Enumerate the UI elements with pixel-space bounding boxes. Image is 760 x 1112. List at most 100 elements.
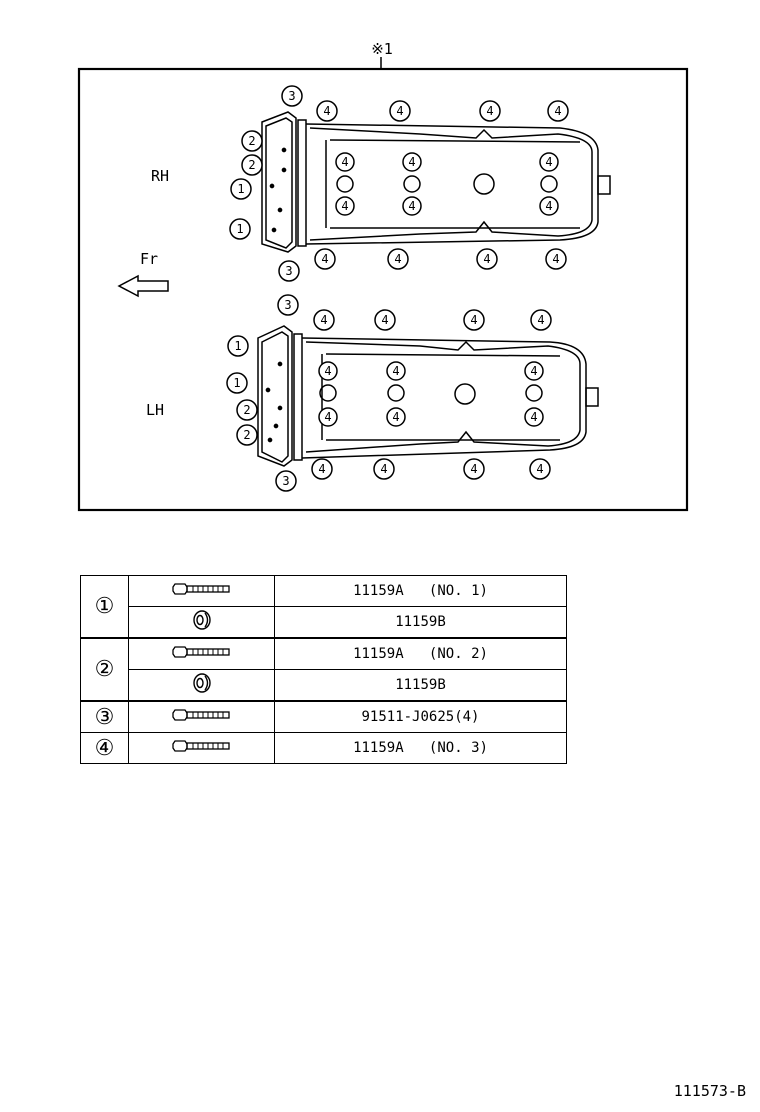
frame-ref-mark: ※1	[371, 40, 393, 58]
svg-text:4: 4	[396, 104, 403, 118]
svg-text:4: 4	[380, 462, 387, 476]
bolt-icon	[128, 637, 275, 670]
callout-4: 4	[386, 407, 406, 427]
callout-4: 4	[386, 361, 406, 381]
callout-4: 4	[539, 152, 559, 172]
front-label: Fr	[140, 250, 158, 268]
rh-label: RH	[151, 167, 169, 185]
svg-text:4: 4	[552, 252, 559, 266]
lh-callouts: 3 3 1 1 2 2 4 4 4 4 4 4 4 4 4 4 4 4 4 4	[226, 294, 552, 492]
callout-3: 3	[281, 85, 303, 107]
svg-text:4: 4	[321, 252, 328, 266]
callout-2: 2	[236, 424, 258, 446]
callout-3: 3	[277, 294, 299, 316]
callout-4: 4	[389, 100, 411, 122]
svg-text:4: 4	[554, 104, 561, 118]
callout-4: 4	[463, 458, 485, 480]
rh-cover	[261, 111, 611, 253]
callout-2: 2	[241, 154, 263, 176]
callout-4: 4	[402, 152, 422, 172]
callout-1: 1	[230, 178, 252, 200]
legend-key: ④	[80, 732, 129, 764]
callout-4: 4	[476, 248, 498, 270]
svg-text:3: 3	[282, 474, 289, 488]
svg-text:4: 4	[530, 364, 537, 378]
svg-text:4: 4	[320, 313, 327, 327]
svg-text:4: 4	[394, 252, 401, 266]
callout-4: 4	[539, 196, 559, 216]
svg-text:1: 1	[237, 182, 244, 196]
svg-text:4: 4	[392, 364, 399, 378]
svg-text:4: 4	[408, 155, 415, 169]
svg-text:4: 4	[536, 462, 543, 476]
bolt-icon	[128, 575, 275, 607]
svg-text:1: 1	[234, 339, 241, 353]
legend-key: ②	[80, 637, 129, 702]
bolt-icon	[128, 700, 275, 733]
washer-icon	[128, 669, 275, 702]
svg-text:4: 4	[392, 410, 399, 424]
diagram-frame	[77, 67, 689, 512]
table-row: 11159B	[81, 606, 567, 639]
table-row: ① 11159A (NO. 1)	[80, 575, 567, 639]
callout-4: 4	[529, 458, 551, 480]
callout-3: 3	[278, 260, 300, 282]
callout-3: 3	[275, 470, 297, 492]
svg-text:4: 4	[341, 155, 348, 169]
cylinder-head-cover-diagram: ※1 RH LH Fr	[77, 40, 689, 512]
legend-key: ③	[80, 700, 129, 733]
table-row: ④ 11159A (NO. 3)	[80, 732, 567, 764]
callout-4: 4	[545, 248, 567, 270]
svg-text:4: 4	[381, 313, 388, 327]
callout-4: 4	[463, 309, 485, 331]
callout-1: 1	[227, 335, 249, 357]
callout-2: 2	[241, 130, 263, 152]
part-number: 11159A (NO. 1)	[274, 575, 567, 607]
callout-4: 4	[387, 248, 409, 270]
svg-text:4: 4	[537, 313, 544, 327]
svg-text:3: 3	[284, 298, 291, 312]
table-row: ② 11159A (NO. 2)	[80, 637, 567, 702]
svg-text:4: 4	[324, 410, 331, 424]
svg-text:4: 4	[486, 104, 493, 118]
svg-text:4: 4	[324, 364, 331, 378]
svg-text:4: 4	[545, 155, 552, 169]
callout-4: 4	[335, 152, 355, 172]
callout-4: 4	[311, 458, 333, 480]
bolt-icon	[128, 732, 275, 764]
lh-label: LH	[146, 401, 164, 419]
callout-4: 4	[335, 196, 355, 216]
part-number: 11159A (NO. 3)	[274, 732, 567, 764]
callout-4: 4	[524, 361, 544, 381]
part-number: 91511-J0625(4)	[274, 700, 567, 733]
callout-4: 4	[373, 458, 395, 480]
callout-4: 4	[316, 100, 338, 122]
svg-text:2: 2	[243, 403, 250, 417]
callout-4: 4	[530, 309, 552, 331]
diagram-code: 111573-B	[673, 1082, 746, 1100]
callout-4: 4	[479, 100, 501, 122]
svg-text:1: 1	[236, 222, 243, 236]
svg-text:4: 4	[545, 199, 552, 213]
svg-text:4: 4	[408, 199, 415, 213]
svg-text:4: 4	[483, 252, 490, 266]
legend-key: ①	[80, 575, 129, 639]
part-number: 11159A (NO. 2)	[274, 637, 567, 670]
svg-text:3: 3	[285, 264, 292, 278]
svg-text:4: 4	[341, 199, 348, 213]
svg-text:2: 2	[248, 158, 255, 172]
lh-cover	[257, 325, 599, 467]
svg-text:2: 2	[243, 428, 250, 442]
svg-text:4: 4	[318, 462, 325, 476]
svg-text:4: 4	[323, 104, 330, 118]
svg-text:1: 1	[233, 376, 240, 390]
callout-4: 4	[313, 309, 335, 331]
callout-2: 2	[236, 399, 258, 421]
callout-4: 4	[524, 407, 544, 427]
callout-4: 4	[318, 407, 338, 427]
callout-4: 4	[318, 361, 338, 381]
parts-legend-table: ① 11159A (NO. 1) 11159B ② 11159A (NO. 2)…	[80, 575, 567, 764]
washer-icon	[128, 606, 275, 639]
front-arrow-icon	[117, 274, 169, 298]
callout-4: 4	[314, 248, 336, 270]
